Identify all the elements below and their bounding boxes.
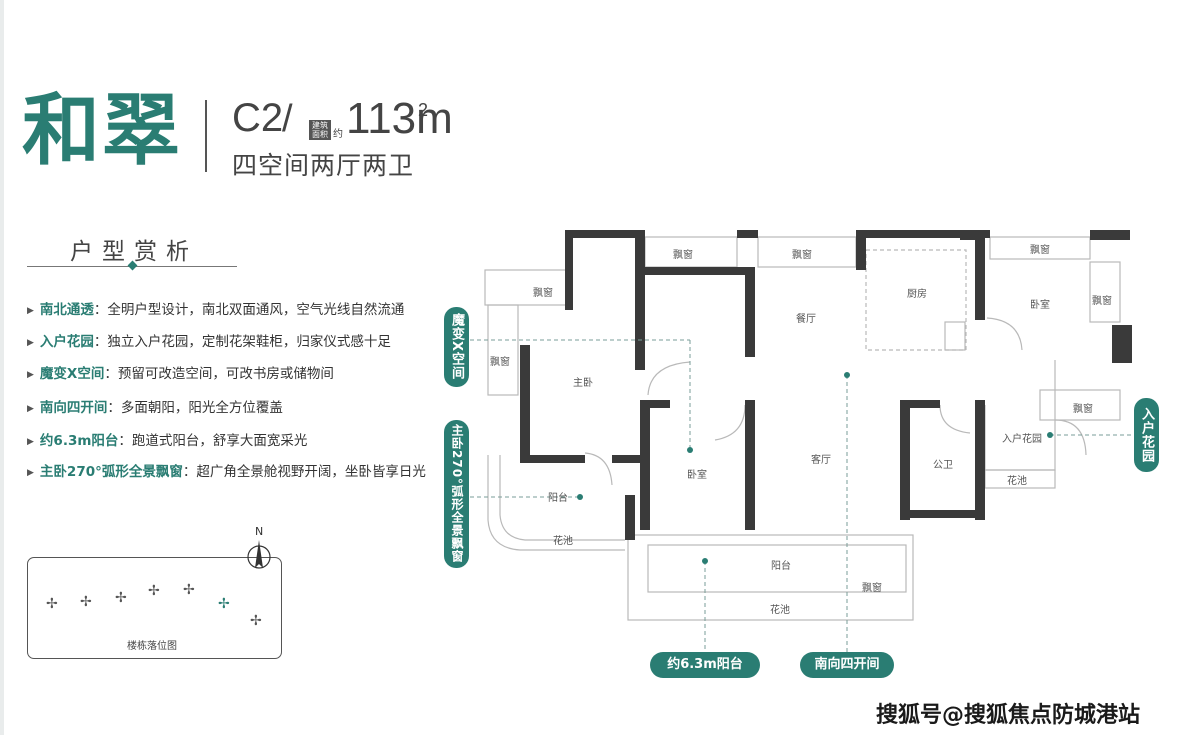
feature-desc: ：全明户型设计，南北双面通风，空气光线自然流通 bbox=[93, 302, 405, 318]
area-value: 113m bbox=[346, 94, 453, 143]
room-label: 飘窗 bbox=[1030, 245, 1050, 256]
area-type-tag: 建筑面积 bbox=[309, 120, 331, 140]
room-label: 阳台 bbox=[771, 561, 791, 572]
feature-key: 南北通透 bbox=[39, 302, 94, 318]
feature-key: 魔变X空间 bbox=[39, 366, 105, 382]
room-label: 卧室 bbox=[687, 470, 707, 481]
feature-item: ▶ 约6.3m阳台：跑道式阳台，舒享大面宽采光 bbox=[27, 429, 307, 449]
tag-master-window: 主卧270°弧形全景飘窗 bbox=[444, 420, 469, 568]
room-label: 厨房 bbox=[907, 289, 927, 300]
room-label: 花池 bbox=[553, 536, 573, 547]
room-label: 客厅 bbox=[811, 455, 831, 466]
frame-edge bbox=[0, 0, 4, 735]
building-icon: ✢ bbox=[80, 594, 92, 610]
feature-desc: ：预留可改造空间，可改书房或储物间 bbox=[104, 366, 334, 382]
north-label: N bbox=[255, 525, 264, 538]
feature-item: ▶ 入户花园：独立入户花园，定制花架鞋柜，归家仪式感十足 bbox=[27, 330, 391, 350]
room-label: 餐厅 bbox=[796, 314, 816, 325]
room-label: 花池 bbox=[770, 605, 790, 616]
feature-key: 主卧270°弧形全景飘窗 bbox=[39, 464, 183, 480]
feature-desc: ：超广角全景舱视野开阔，坐卧皆享日光 bbox=[182, 464, 426, 480]
analysis-title: 户型赏析 bbox=[70, 239, 198, 265]
feature-item: ▶ 南向四开间：多面朝阳，阳光全方位覆盖 bbox=[27, 396, 283, 416]
triangle-icon: ▶ bbox=[27, 468, 34, 478]
triangle-icon: ▶ bbox=[27, 370, 34, 380]
room-label: 飘窗 bbox=[673, 250, 693, 261]
compass-icon bbox=[247, 540, 271, 569]
triangle-icon: ▶ bbox=[27, 437, 34, 447]
room-label: 飘窗 bbox=[490, 357, 510, 368]
feature-desc: ：多面朝阳，阳光全方位覆盖 bbox=[107, 400, 283, 416]
tag-entry-garden: 入户花园 bbox=[1134, 398, 1159, 472]
area-unit-sup: 2 bbox=[418, 100, 429, 120]
feature-desc: ：独立入户花园，定制花架鞋柜，归家仪式感十足 bbox=[93, 334, 391, 350]
feature-item: ▶ 南北通透：全明户型设计，南北双面通风，空气光线自然流通 bbox=[27, 298, 404, 318]
building-icon: ✢ bbox=[115, 590, 127, 606]
room-label: 飘窗 bbox=[1092, 296, 1112, 307]
header-slash: / bbox=[282, 98, 293, 140]
building-icon: ✢ bbox=[183, 582, 195, 598]
building-icon: ✢ bbox=[46, 596, 58, 612]
feature-key: 南向四开间 bbox=[39, 400, 108, 416]
feature-item: ▶ 魔变X空间：预留可改造空间，可改书房或储物间 bbox=[27, 362, 334, 382]
tag-south-bays: 南向四开间 bbox=[800, 652, 894, 678]
triangle-icon: ▶ bbox=[27, 404, 34, 414]
building-icon: ✢ bbox=[148, 583, 160, 599]
triangle-icon: ▶ bbox=[27, 338, 34, 348]
room-label: 飘窗 bbox=[862, 583, 882, 594]
room-label: 花池 bbox=[1007, 476, 1027, 487]
layout-label: 四空间两厅两卫 bbox=[232, 151, 415, 180]
room-label: 飘窗 bbox=[533, 288, 553, 299]
approx-label: 约 bbox=[333, 129, 343, 140]
building-icon: ✢ bbox=[250, 613, 262, 629]
feature-key: 入户花园 bbox=[39, 334, 94, 350]
feature-desc: ：跑道式阳台，舒享大面宽采光 bbox=[118, 433, 308, 449]
room-label: 卧室 bbox=[1030, 300, 1050, 311]
feature-item: ▶ 主卧270°弧形全景飘窗：超广角全景舱视野开阔，坐卧皆享日光 bbox=[27, 460, 426, 480]
header-divider bbox=[205, 100, 207, 172]
room-label: 飘窗 bbox=[1073, 404, 1093, 415]
triangle-icon: ▶ bbox=[27, 306, 34, 316]
room-label: 入户花园 bbox=[1002, 434, 1042, 445]
tag-magic-space: 魔变X空间 bbox=[444, 307, 469, 387]
room-label: 飘窗 bbox=[792, 250, 812, 261]
unit-code: C2 bbox=[232, 96, 284, 140]
room-label: 公卫 bbox=[933, 460, 953, 471]
site-plan-caption: 楼栋落位图 bbox=[127, 641, 177, 652]
project-brand: 和翠 bbox=[22, 85, 183, 176]
room-label: 主卧 bbox=[573, 378, 593, 389]
room-label: 阳台 bbox=[548, 493, 568, 504]
building-icon-current: ✢ bbox=[218, 596, 230, 612]
site-plan-box bbox=[27, 557, 282, 659]
tag-balcony: 约6.3m阳台 bbox=[650, 652, 760, 678]
watermark: 搜狐号@搜狐焦点防城港站 bbox=[876, 703, 1141, 728]
feature-key: 约6.3m阳台 bbox=[39, 433, 119, 449]
